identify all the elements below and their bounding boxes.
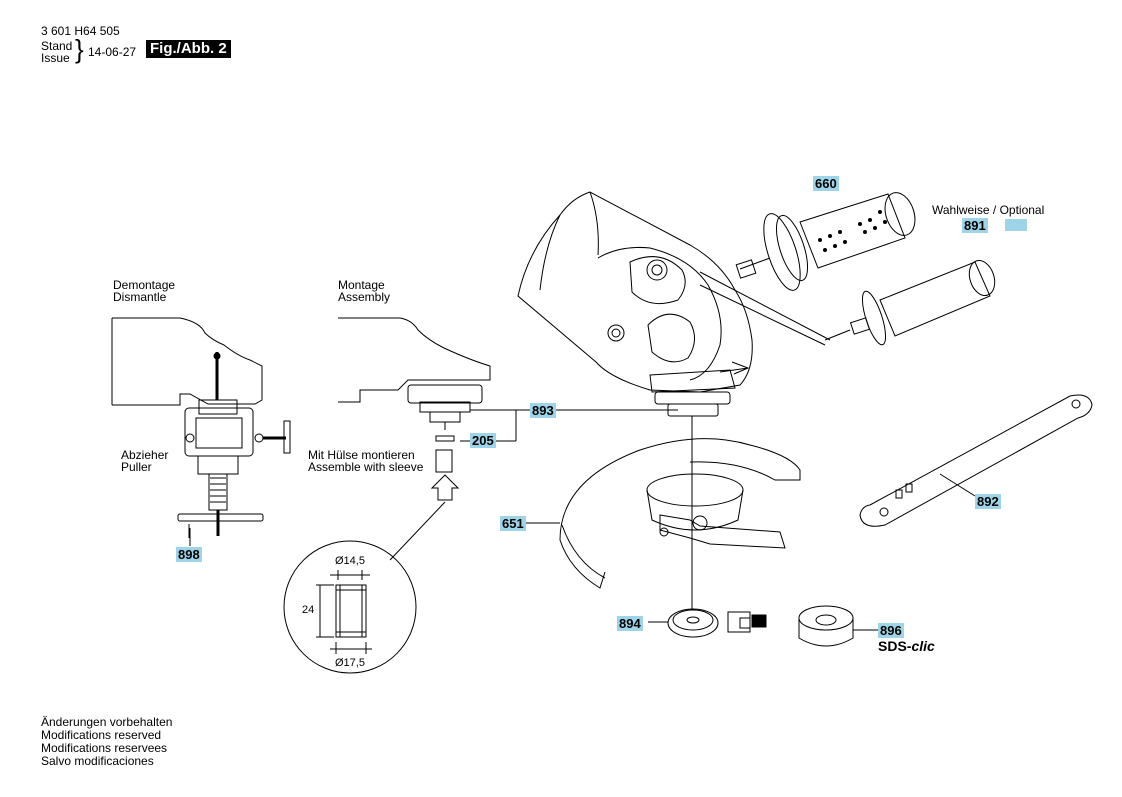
demontage-label: Demontage [113, 278, 176, 292]
part-label-892: 892 [975, 494, 1001, 509]
dimension-outer-diameter: Ø17,5 [335, 657, 365, 669]
assembly-label: Assembly [338, 290, 391, 304]
angle-grinder-body [517, 191, 831, 428]
brace-glyph: } [75, 34, 84, 64]
footer-line-3: Modifications reservees [41, 741, 168, 755]
stand-label: Stand [41, 39, 73, 53]
dimension-inner-diameter: Ø14,5 [335, 555, 365, 567]
part-label-896: 896 [878, 623, 904, 638]
side-handle-660 [735, 192, 916, 291]
footer-line-2: Modifications reserved [41, 728, 162, 742]
part-label-891: 891 [962, 218, 988, 233]
mounting-flange-894 [648, 608, 719, 638]
optional-label: Wahlweise / Optional [932, 203, 1045, 217]
assembly-housing-outline [338, 317, 491, 501]
assemble-sleeve-label: Assemble with sleeve [308, 460, 424, 474]
montage-label: Montage [338, 278, 385, 292]
footer-line-4: Salvo modificaciones [41, 754, 154, 768]
dismantle-housing-outline [111, 317, 263, 406]
sds-clic-logo: SDS-clic [878, 638, 935, 654]
part-label-205: 205 [470, 433, 496, 448]
sds-suffix: clic [911, 638, 935, 654]
issue-date: 14-06-27 [88, 45, 137, 59]
dimension-height: 24 [302, 604, 315, 616]
part-label-651: 651 [500, 516, 526, 531]
part-label-660: 660 [813, 176, 839, 191]
part-label-893: 893 [530, 403, 556, 418]
sds-prefix: SDS- [878, 638, 912, 654]
optional-color-swatch [1005, 219, 1027, 231]
figure-number: Fig./Abb. 2 [146, 40, 231, 58]
sleeve-detail-view [283, 501, 446, 674]
mit-huelse-label: Mit Hülse montieren [308, 448, 415, 462]
issue-label: Issue [41, 51, 70, 65]
side-handle-891 [824, 259, 996, 346]
puller-tool [177, 352, 291, 538]
footer-line-1: Änderungen vorbehalten [41, 715, 173, 729]
abzieher-label: Abzieher [121, 448, 169, 462]
two-pin-wrench-892 [859, 394, 1093, 527]
puller-label: Puller [121, 460, 152, 474]
part-label-898: 898 [176, 547, 202, 562]
dismantle-label: Dismantle [113, 290, 167, 304]
document-number: 3 601 H64 505 [41, 24, 120, 38]
part-label-894: 894 [617, 616, 643, 631]
clamping-nut-896 [727, 605, 878, 647]
wheel-guard-651 [522, 428, 801, 610]
